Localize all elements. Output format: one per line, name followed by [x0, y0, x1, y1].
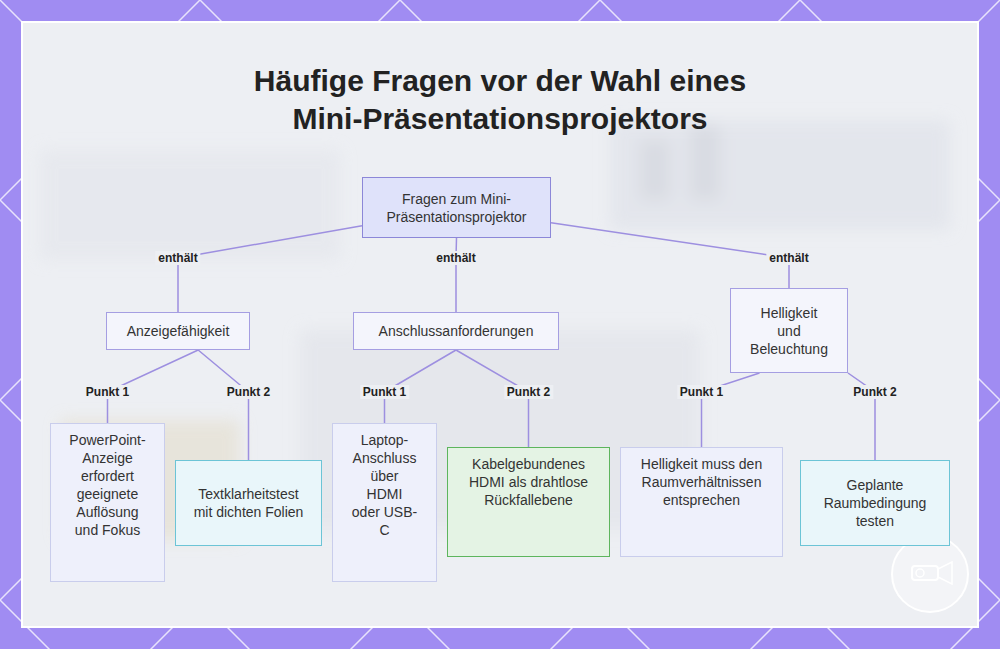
node-text: Fragen zum Mini-Präsentationsprojektor [373, 190, 540, 226]
photo-shape [640, 140, 670, 200]
edge-label: enthält [766, 251, 811, 265]
logo-lens [916, 569, 924, 577]
node-text: PowerPoint-Anzeige erfordert geeignete A… [69, 431, 146, 539]
edge-label: Punkt 2 [224, 385, 273, 399]
root-box: Fragen zum Mini-Präsentationsprojektor [362, 177, 551, 238]
topic-box: Anschlussanforderungen [353, 312, 559, 350]
edge-label: Punkt 1 [360, 385, 409, 399]
logo-beam [938, 562, 952, 584]
node-text: Helligkeit und Beleuchtung [747, 304, 831, 358]
edge-label: Punkt 2 [850, 385, 899, 399]
node-text: Helligkeit muss den Raumverhältnissen en… [639, 455, 764, 509]
logo-circle [892, 536, 968, 612]
node-text: Laptop-Anschluss über HDMI oder USB-C [351, 431, 418, 539]
topic-box: Kabelgebundenes HDMI als drahtlose Rückf… [447, 447, 610, 557]
edge-label: enthält [155, 251, 200, 265]
photo-shape [690, 125, 720, 200]
connector-line [178, 226, 362, 312]
connector-line [551, 223, 789, 288]
node-text: Kabelgebundenes HDMI als drahtlose Rückf… [468, 455, 589, 509]
logo-projector [912, 566, 938, 580]
connector-line [198, 350, 248, 460]
content-panel [22, 22, 978, 627]
edge-label: Punkt 1 [677, 385, 726, 399]
topic-box: Laptop-Anschluss über HDMI oder USB-C [332, 423, 437, 582]
node-text: Anschlussanforderungen [379, 322, 534, 340]
topic-box: Helligkeit und Beleuchtung [730, 288, 848, 373]
topic-box: Helligkeit muss den Raumverhältnissen en… [620, 447, 783, 557]
node-text: Geplante Raumbedingung testen [815, 476, 935, 530]
edge-label: enthält [433, 251, 478, 265]
edge-label: Punkt 2 [504, 385, 553, 399]
node-text: Anzeigefähigkeit [127, 322, 230, 340]
topic-box: Geplante Raumbedingung testen [800, 460, 950, 546]
photo-shape [40, 150, 340, 260]
connector-line [455, 238, 457, 312]
node-text: Textklarheitstest mit dichten Folien [190, 485, 307, 521]
topic-box: Anzeigefähigkeit [106, 312, 250, 350]
diagram-title: Häufige Fragen vor der Wahl eines Mini-P… [235, 62, 765, 138]
brand-logo [892, 536, 968, 612]
photo-shape [610, 120, 950, 230]
topic-box: PowerPoint-Anzeige erfordert geeignete A… [50, 423, 165, 582]
topic-box: Textklarheitstest mit dichten Folien [175, 460, 322, 546]
edge-label: Punkt 1 [83, 385, 132, 399]
